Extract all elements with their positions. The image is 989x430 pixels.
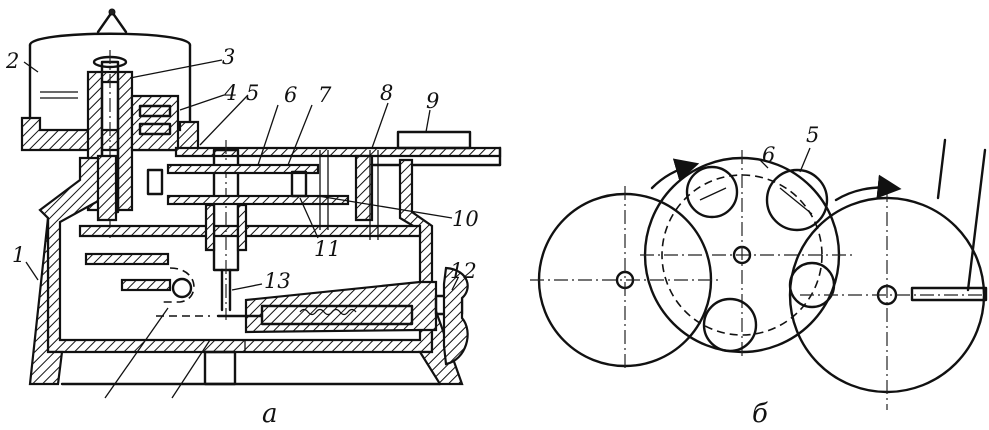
caption-b: б xyxy=(752,399,768,429)
frame-body xyxy=(38,156,434,354)
inner-floor xyxy=(78,224,422,238)
caption-a: а xyxy=(262,399,278,429)
rotation-arrow-right xyxy=(834,174,902,202)
inner-wall-left xyxy=(96,154,118,222)
planet-right xyxy=(788,261,836,309)
knob xyxy=(442,266,469,366)
label-3: 3 xyxy=(222,45,235,69)
view-b-gears xyxy=(530,138,988,410)
arm xyxy=(396,130,472,150)
view-b-labels: 6 5 б xyxy=(752,123,819,429)
planet-top-left xyxy=(685,165,739,219)
rod xyxy=(910,286,988,302)
left-leg xyxy=(28,217,64,386)
shelf-1 xyxy=(84,252,170,266)
label-10: 10 xyxy=(452,207,479,231)
shelf-2 xyxy=(120,278,172,292)
view-a-labels: 1 2 3 4 5 6 7 8 9 10 11 12 13 а xyxy=(5,45,479,429)
label-4: 4 xyxy=(223,81,237,105)
label-b-6: 6 xyxy=(762,143,775,167)
label-11: 11 xyxy=(314,237,341,261)
label-9: 9 xyxy=(426,89,439,113)
gear-plate-upper xyxy=(166,163,320,175)
planet-top-right xyxy=(765,168,829,232)
label-13: 13 xyxy=(264,269,291,293)
label-12: 12 xyxy=(450,259,477,283)
lid xyxy=(28,8,192,124)
label-5: 5 xyxy=(246,81,259,105)
view-a-section xyxy=(20,8,502,399)
label-b-5: 5 xyxy=(806,123,819,147)
label-7: 7 xyxy=(318,83,332,107)
label-1: 1 xyxy=(12,243,25,267)
planet-bottom xyxy=(702,297,758,353)
label-8: 8 xyxy=(380,81,393,105)
label-6: 6 xyxy=(284,83,297,107)
label-2: 2 xyxy=(5,49,19,73)
view-a-leaders xyxy=(23,59,459,291)
rotation-arrow-left xyxy=(650,158,700,190)
gear-plate-lower xyxy=(166,194,350,206)
